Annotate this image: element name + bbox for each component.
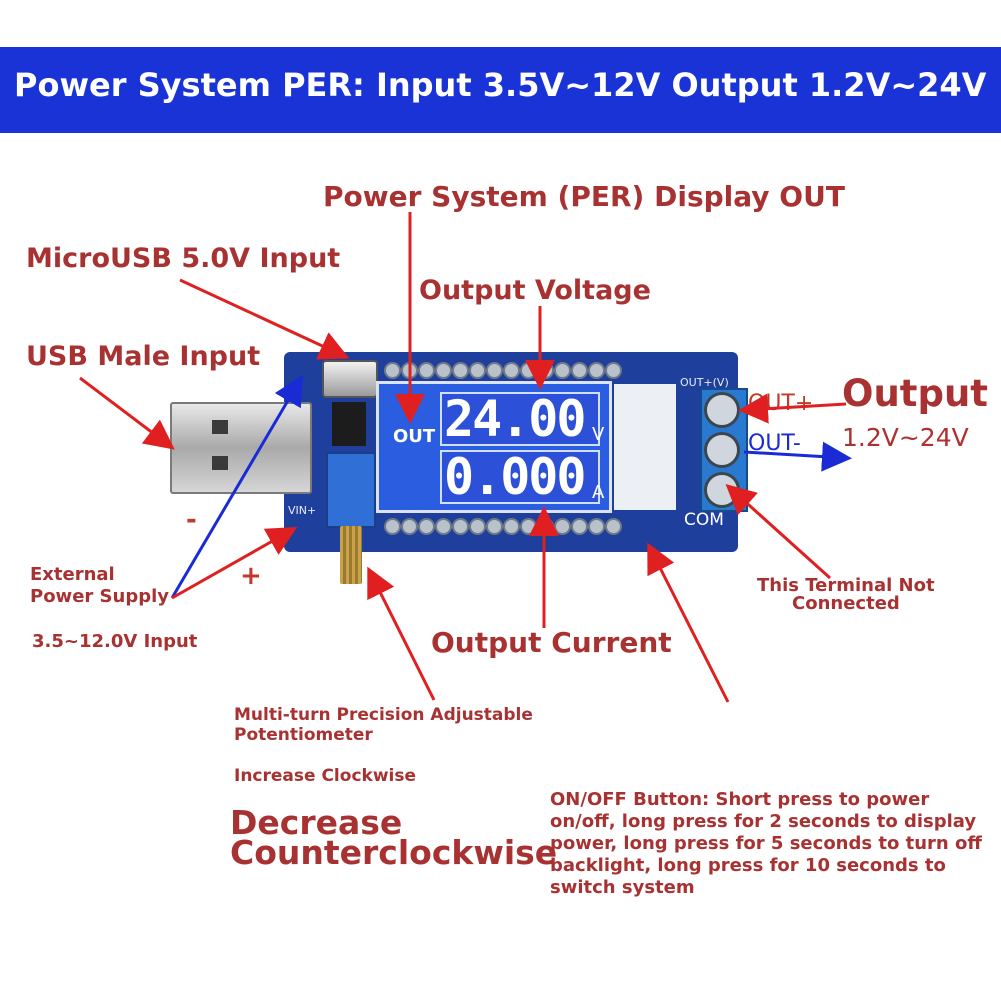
lcd-voltage-panel	[440, 392, 600, 446]
solder-pad	[401, 518, 418, 535]
label-output-voltage: Output Voltage	[419, 275, 651, 306]
voltage-reading: 24.00	[444, 390, 587, 448]
solder-pad	[418, 518, 435, 535]
label-usb-male: USB Male Input	[26, 341, 261, 372]
solder-pad	[486, 362, 503, 379]
label-decrease-1: Decrease	[230, 803, 403, 842]
arrow-usb-male	[79, 376, 175, 450]
solder-pad	[435, 362, 452, 379]
solder-pad	[554, 362, 571, 379]
silk-vin-label: VIN+	[288, 504, 317, 517]
usb-plug	[170, 402, 312, 494]
solder-pad	[588, 518, 605, 535]
arrow-microusb	[179, 278, 350, 360]
usb-plug-slot-bottom	[212, 456, 228, 470]
solder-pad	[418, 362, 435, 379]
label-output: Output	[842, 372, 988, 415]
potentiometer-knob	[340, 526, 362, 584]
arrow-potentiometer	[367, 566, 436, 701]
solder-pad	[469, 518, 486, 535]
label-onoff-4: backlight, long press for 10 seconds to	[550, 855, 946, 876]
label-decrease-2: Counterclockwise	[230, 833, 558, 872]
label-minus: -	[186, 505, 197, 535]
arrow-out-minus	[743, 441, 852, 472]
lcd-bezel-right	[614, 384, 676, 510]
potentiometer-body	[326, 452, 376, 528]
silk-out-label: OUT+(V)	[680, 376, 729, 389]
label-terminal-nc-2: Connected	[792, 593, 900, 614]
arrow-com-nc	[725, 483, 832, 580]
label-pot-1: Multi-turn Precision Adjustable	[234, 705, 533, 725]
label-display-out: Power System (PER) Display OUT	[323, 180, 845, 213]
label-microusb: MicroUSB 5.0V Input	[26, 243, 341, 274]
solder-pad	[469, 362, 486, 379]
label-increase: Increase Clockwise	[234, 766, 417, 786]
solder-pad	[605, 518, 622, 535]
lcd-out-label: OUT	[393, 426, 436, 447]
current-reading: 0.000	[444, 448, 587, 506]
current-unit: A	[592, 482, 605, 503]
solder-pad	[384, 518, 401, 535]
solder-pad	[452, 518, 469, 535]
label-pot-2: Potentiometer	[234, 725, 373, 745]
solder-pad	[571, 362, 588, 379]
terminal-screw-minus	[704, 432, 740, 468]
label-plus: +	[240, 561, 262, 591]
label-terminal-nc-1: This Terminal Not	[757, 575, 935, 596]
label-onoff-2: on/off, long press for 2 seconds to disp…	[550, 811, 977, 832]
solder-pad	[486, 518, 503, 535]
arrow-ext-minus	[170, 374, 304, 599]
com-label: COM	[684, 510, 724, 530]
usb-plug-slot-top	[212, 420, 228, 434]
solder-pad	[503, 362, 520, 379]
label-output-range: 1.2V~24V	[842, 423, 969, 452]
label-output-current: Output Current	[431, 626, 672, 659]
lcd-current-panel	[440, 450, 600, 504]
label-external-input: 3.5~12.0V Input	[32, 631, 198, 652]
label-onoff-5: switch system	[550, 877, 695, 898]
arrow-out-plus	[738, 393, 847, 424]
page-title: Power System PER: Input 3.5V~12V Output …	[14, 66, 987, 104]
title-banner	[0, 47, 1001, 133]
voltage-unit: V	[592, 424, 605, 445]
solder-pad	[384, 362, 401, 379]
solder-pad	[452, 362, 469, 379]
solder-pad	[605, 362, 622, 379]
arrow-onoff-button	[647, 542, 730, 703]
microusb-port	[322, 360, 378, 398]
arrow-ext-plus	[171, 527, 298, 600]
solder-pad	[435, 518, 452, 535]
label-external-power-1: External	[30, 564, 115, 585]
regulator-chip	[332, 402, 366, 446]
label-onoff-1: ON/OFF Button: Short press to power	[550, 789, 930, 810]
solder-pad	[503, 518, 520, 535]
solder-pad	[588, 362, 605, 379]
solder-pad	[571, 518, 588, 535]
label-external-power-2: Power Supply	[30, 586, 169, 607]
label-onoff-3: power, long press for 5 seconds to turn …	[550, 833, 982, 854]
